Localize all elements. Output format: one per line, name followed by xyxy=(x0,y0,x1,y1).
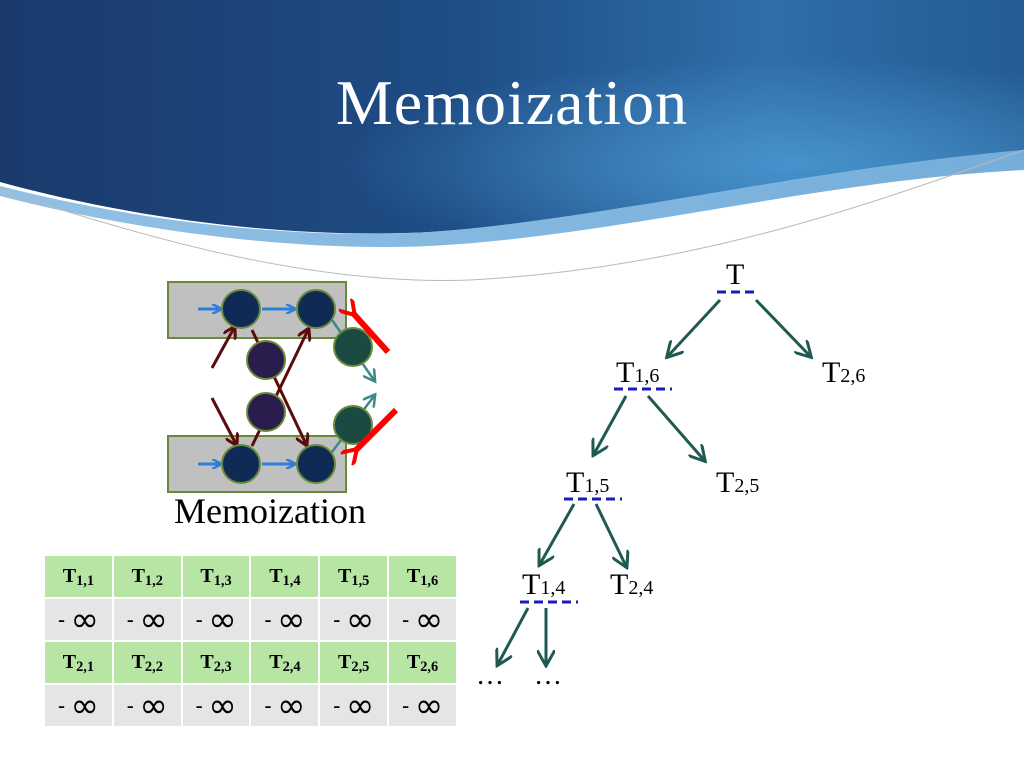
tree-node-t25: T2,5 xyxy=(716,466,760,499)
infinity-symbol: ∞ xyxy=(139,599,168,640)
minus-sign: - xyxy=(126,692,134,718)
memo-key-cell: T2,3 xyxy=(180,640,252,685)
memo-key-cell: T1,2 xyxy=(111,554,183,599)
memo-key-cell: T1,4 xyxy=(249,554,321,599)
memo-key-label: T xyxy=(200,651,214,673)
memo-key-cell: T2,1 xyxy=(43,640,114,685)
memo-value-cell: - ∞ xyxy=(43,683,114,728)
memo-key-label: T xyxy=(62,651,77,673)
infinity-symbol: ∞ xyxy=(277,599,306,640)
memo-key-label: T xyxy=(406,565,421,587)
infinity-symbol: ∞ xyxy=(345,685,375,726)
memo-key-subscript: 1,4 xyxy=(282,572,301,589)
memo-value-row: - ∞- ∞- ∞- ∞- ∞- ∞ xyxy=(43,683,458,728)
memo-value-cell: - ∞ xyxy=(43,597,114,642)
memo-key-label: T xyxy=(338,651,352,673)
memo-key-label: T xyxy=(338,565,352,587)
memo-value-cell: - ∞ xyxy=(180,683,252,728)
memo-value-cell: - ∞ xyxy=(387,597,458,642)
memo-key-label: T xyxy=(200,565,214,587)
minus-sign: - xyxy=(401,606,410,632)
minus-sign: - xyxy=(264,606,272,632)
memo-key-label: T xyxy=(131,565,145,587)
memo-value-cell: - ∞ xyxy=(249,683,321,728)
memo-key-cell: T2,4 xyxy=(249,640,321,685)
memo-key-cell: T1,1 xyxy=(43,554,114,599)
tree-node-t15: T1,5 xyxy=(566,466,610,499)
tree-node-root: T xyxy=(726,258,745,291)
memo-key-cell: T1,6 xyxy=(387,554,458,599)
memo-key-cell: T1,3 xyxy=(180,554,252,599)
memo-key-label: T xyxy=(62,565,77,587)
memo-key-label: T xyxy=(269,651,283,673)
infinity-symbol: ∞ xyxy=(70,685,99,726)
memo-value-cell: - ∞ xyxy=(111,683,183,728)
memo-key-subscript: 2,6 xyxy=(420,658,439,675)
memo-value-cell: - ∞ xyxy=(318,597,390,642)
memo-key-cell: T2,5 xyxy=(318,640,390,685)
memo-value-row: - ∞- ∞- ∞- ∞- ∞- ∞ xyxy=(43,597,458,642)
tree-ellipsis-right: … xyxy=(534,660,562,691)
tree-ellipsis-left: … xyxy=(476,660,504,691)
minus-sign: - xyxy=(195,692,203,718)
memo-value-cell: - ∞ xyxy=(318,683,390,728)
memo-key-label: T xyxy=(406,651,421,673)
minus-sign: - xyxy=(264,692,272,718)
memo-key-subscript: 1,5 xyxy=(351,572,370,589)
title-banner xyxy=(0,0,1024,281)
memo-key-subscript: 1,3 xyxy=(213,572,232,589)
memo-key-subscript: 2,2 xyxy=(144,658,163,675)
tree-node-t26: T2,6 xyxy=(822,356,866,389)
tree-node-t14: T1,4 xyxy=(522,568,566,601)
minus-sign: - xyxy=(333,692,341,718)
infinity-symbol: ∞ xyxy=(208,599,237,640)
memo-key-label: T xyxy=(269,565,283,587)
memo-key-cell: T2,6 xyxy=(387,640,458,685)
memo-key-subscript: 1,6 xyxy=(420,572,439,589)
memo-value-cell: - ∞ xyxy=(111,597,183,642)
memo-value-cell: - ∞ xyxy=(387,683,458,728)
minus-sign: - xyxy=(57,692,66,718)
minus-sign: - xyxy=(195,606,203,632)
infinity-symbol: ∞ xyxy=(277,685,306,726)
infinity-symbol: ∞ xyxy=(345,599,375,640)
minus-sign: - xyxy=(333,606,341,632)
memo-key-subscript: 2,4 xyxy=(282,658,301,675)
memo-key-subscript: 1,1 xyxy=(76,572,95,589)
slide-title: Memoization xyxy=(335,67,689,138)
memo-key-subscript: 1,2 xyxy=(144,572,163,589)
memo-key-subscript: 2,1 xyxy=(76,658,95,675)
minus-sign: - xyxy=(401,692,410,718)
tree-node-t16: T1,6 xyxy=(616,356,660,389)
infinity-symbol: ∞ xyxy=(70,599,99,640)
minus-sign: - xyxy=(57,606,66,632)
memo-value-cell: - ∞ xyxy=(249,597,321,642)
memo-key-subscript: 2,3 xyxy=(213,658,232,675)
tree-node-t24: T2,4 xyxy=(610,568,654,601)
infinity-symbol: ∞ xyxy=(208,685,237,726)
diagram-caption: Memoization xyxy=(174,491,366,531)
memo-key-label: T xyxy=(131,651,145,673)
infinity-symbol: ∞ xyxy=(414,685,444,726)
infinity-symbol: ∞ xyxy=(139,685,168,726)
memo-key-cell: T1,5 xyxy=(318,554,390,599)
memo-value-cell: - ∞ xyxy=(180,597,252,642)
infinity-symbol: ∞ xyxy=(414,599,444,640)
memo-key-cell: T2,2 xyxy=(111,640,183,685)
memo-key-subscript: 2,5 xyxy=(351,658,370,675)
minus-sign: - xyxy=(126,606,134,632)
